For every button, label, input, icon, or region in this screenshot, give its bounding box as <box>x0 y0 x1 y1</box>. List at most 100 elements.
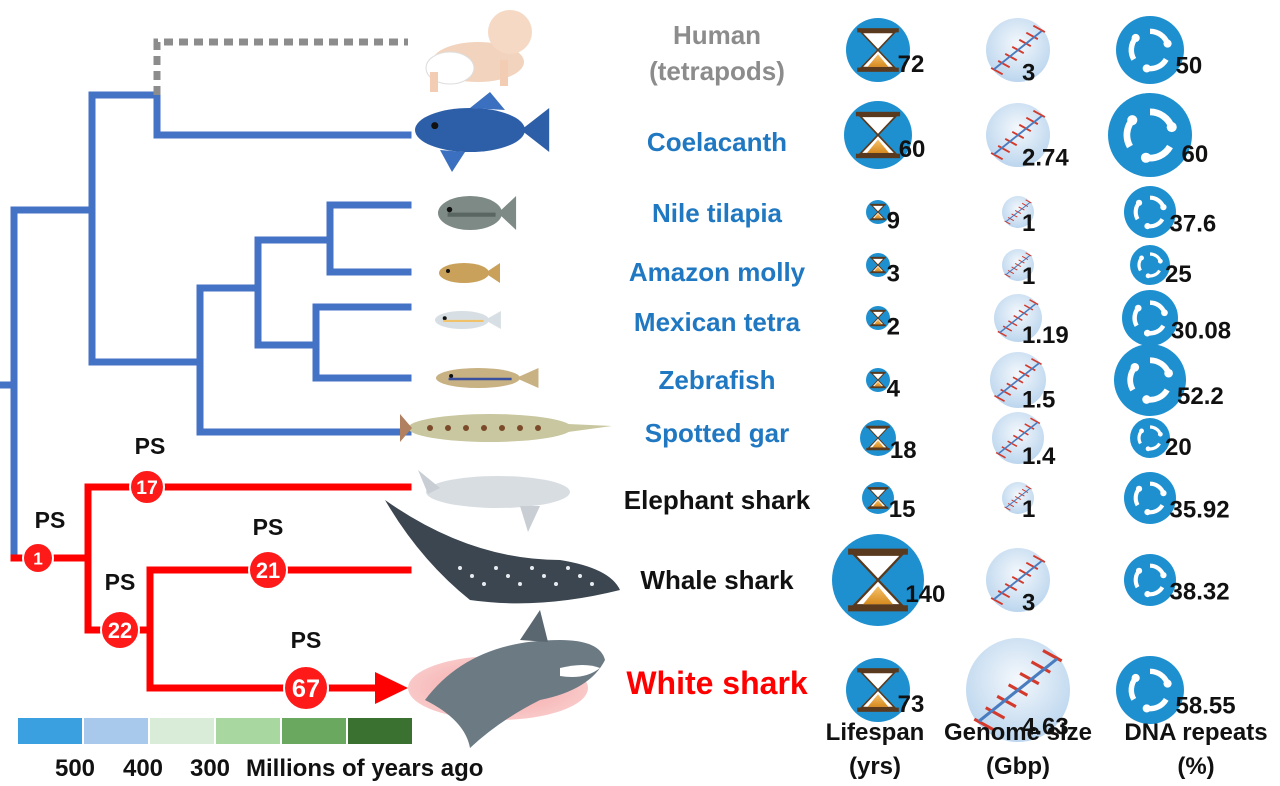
whale-shark-spot <box>590 582 594 586</box>
recycle-icon <box>1124 472 1176 524</box>
genome-cell: 1 <box>1002 482 1035 523</box>
dna-rung <box>1042 649 1063 663</box>
genome-value: 1.5 <box>1022 387 1055 414</box>
lifespan-value: 18 <box>890 437 917 464</box>
genome-value: 1 <box>1022 263 1035 290</box>
gar-spot <box>535 425 541 431</box>
baby-head <box>488 10 532 54</box>
dna-helix-icon <box>1002 196 1034 228</box>
recycle-circle <box>1124 186 1176 238</box>
whale-shark-spot <box>494 566 498 570</box>
ps-node-circle <box>248 550 288 590</box>
gar-snout <box>568 424 612 432</box>
timescale-segment <box>18 718 82 744</box>
dna-rung <box>1018 370 1030 378</box>
genome-cell: 3 <box>986 18 1050 86</box>
recycle-arrow-head <box>1134 304 1142 312</box>
species-label-line: (tetrapods) <box>649 56 785 86</box>
hourglass-icon <box>866 200 890 224</box>
baby-leg <box>430 72 438 92</box>
hourglass-sand <box>874 213 882 219</box>
dna-rung <box>1025 31 1039 40</box>
repeats-value: 50 <box>1176 52 1203 79</box>
dna-rung <box>997 590 1011 599</box>
dna-rung <box>1018 568 1032 577</box>
dna-strand <box>1005 488 1031 508</box>
dna-rung <box>1007 217 1015 222</box>
dna-rung <box>1032 554 1046 563</box>
dna-rung <box>1025 561 1039 570</box>
coelacanth-tail <box>521 108 550 152</box>
lifespan-value: 2 <box>887 314 900 341</box>
dna-rung <box>1007 270 1015 275</box>
dna-rung <box>1011 499 1018 504</box>
lifespan-value: 140 <box>905 581 945 608</box>
ps-label: PS <box>291 627 322 653</box>
recycle-arrow-head <box>1144 222 1151 230</box>
timescale-segment <box>216 718 280 744</box>
hourglass-cap <box>870 371 886 374</box>
whale-shark-image <box>385 500 620 604</box>
dna-rung <box>1030 660 1051 674</box>
whale-shark-spot <box>578 574 582 578</box>
repeats-cell: 35.92 <box>1124 472 1230 524</box>
lifespan-cell: 72 <box>846 18 924 82</box>
lifespan-cell: 3 <box>866 253 900 288</box>
hourglass-sand <box>874 381 882 387</box>
lifespan-value: 73 <box>898 691 925 718</box>
whale-shark-spot <box>566 566 570 570</box>
recycle-arrow-head <box>1144 590 1151 598</box>
repeats-value: 25 <box>1165 261 1192 288</box>
hourglass-cap <box>866 447 890 451</box>
dna-rung <box>1018 38 1032 47</box>
coelacanth-fin <box>440 150 465 172</box>
molly-body <box>439 263 489 283</box>
hourglass-glass <box>867 427 889 449</box>
elephant-shark-body <box>426 476 570 508</box>
gar-spot <box>463 425 469 431</box>
ps-node: 1PS <box>22 507 65 574</box>
hourglass-sand <box>863 586 893 605</box>
gar-tail <box>400 414 412 442</box>
dna-rung <box>1018 492 1025 497</box>
gar-spot <box>517 425 523 431</box>
whale-shark-spot <box>506 574 510 578</box>
coelacanth-eye <box>431 122 439 130</box>
genome-value: 1.4 <box>1022 443 1056 470</box>
genome-cell: 3 <box>986 548 1050 616</box>
hourglass-cap <box>870 309 886 312</box>
dna-rung <box>995 451 1006 459</box>
lifespan-cell: 4 <box>866 368 901 403</box>
molly-tail <box>485 263 500 283</box>
repeats-value: 35.92 <box>1170 497 1230 524</box>
dna-rung <box>1001 446 1012 453</box>
whale-shark-body <box>385 500 620 604</box>
dna-rung <box>1025 116 1039 125</box>
recycle-circle <box>1122 290 1178 346</box>
lifespan-cell: 15 <box>862 482 916 523</box>
molly-image <box>439 263 500 283</box>
ps-label: PS <box>135 433 166 459</box>
timescale-tick: 400 <box>123 755 163 782</box>
dna-rung <box>997 330 1007 337</box>
dna-rung <box>1018 309 1028 316</box>
ps-node-circle <box>129 469 165 505</box>
ps-node-count: 21 <box>256 558 280 583</box>
dna-strand <box>1005 202 1031 222</box>
species-label: White shark <box>626 665 808 701</box>
hourglass-cap <box>870 386 886 389</box>
ps-node-circle <box>22 542 54 574</box>
dna-helix-icon <box>994 294 1042 342</box>
recycle-circle <box>1124 472 1176 524</box>
dna-helix-icon <box>966 638 1070 742</box>
repeats-cell: 30.08 <box>1122 290 1231 346</box>
dna-rung <box>1011 266 1018 271</box>
recycle-arrow-head <box>1163 679 1172 688</box>
coelacanth-image <box>415 92 550 172</box>
dna-rung <box>1018 123 1032 132</box>
recycle-circle <box>1130 245 1170 285</box>
whale-shark-spot <box>458 566 462 570</box>
lifespan-cell: 140 <box>832 534 945 626</box>
human-branch-dotted <box>153 38 408 95</box>
